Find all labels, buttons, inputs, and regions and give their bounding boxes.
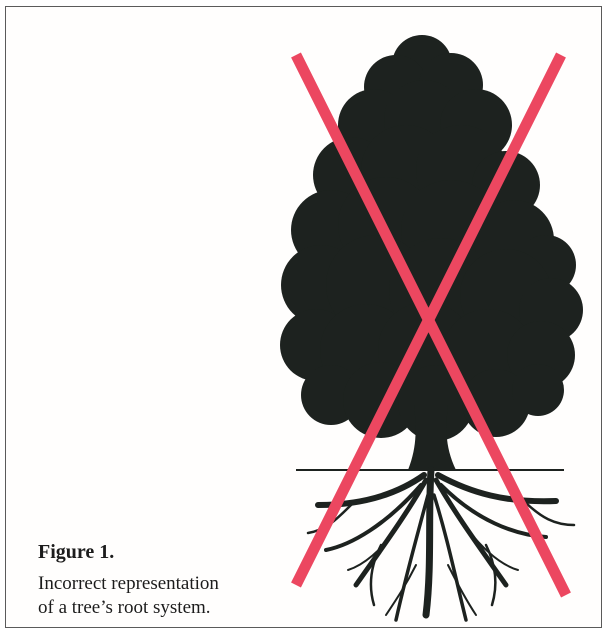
figure-caption: Figure 1. Incorrect representation of a … bbox=[38, 540, 278, 620]
caption-line-1: Incorrect representation bbox=[38, 572, 278, 596]
figure-frame: Figure 1. Incorrect representation of a … bbox=[5, 6, 602, 628]
figure-label: Figure 1. bbox=[38, 540, 278, 564]
caption-line-2: of a tree’s root system. bbox=[38, 596, 278, 620]
tree-illustration bbox=[256, 25, 596, 630]
